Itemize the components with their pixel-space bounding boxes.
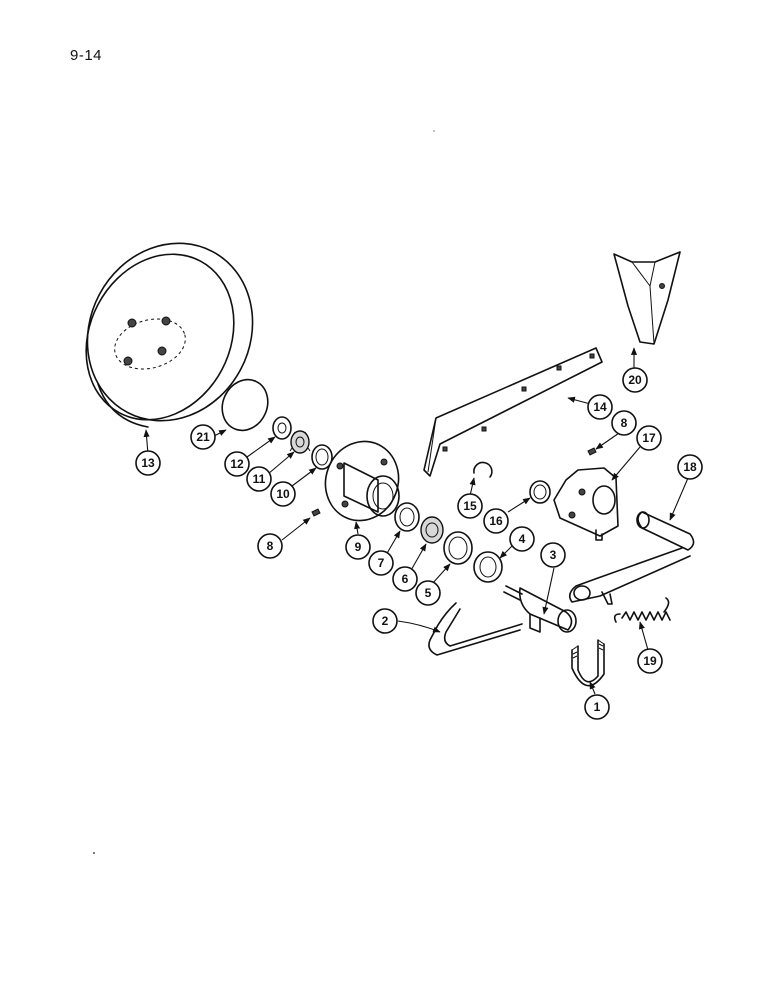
callout-15: 15	[457, 493, 483, 519]
callout-18: 18	[677, 454, 703, 480]
callout-14: 14	[587, 394, 613, 420]
leader-lines	[143, 347, 689, 695]
callout-4: 4	[509, 526, 535, 552]
callout-4-label: 4	[519, 532, 526, 546]
callout-16: 16	[483, 508, 509, 534]
hub-part	[324, 440, 400, 522]
wheel-disc-part	[85, 242, 254, 428]
callout-7-label: 7	[378, 556, 385, 570]
callout-8-right-label: 8	[621, 416, 628, 430]
callout-9-label: 9	[355, 540, 362, 554]
callout-6: 6	[392, 566, 418, 592]
callout-17-label: 17	[642, 431, 656, 445]
callout-21-label: 21	[196, 430, 210, 444]
callout-3-label: 3	[550, 548, 557, 562]
callout-20: 20	[622, 367, 648, 393]
callout-8-left: 8	[257, 533, 283, 559]
callout-20-label: 20	[628, 373, 642, 387]
grease-fitting-part	[311, 508, 321, 517]
scan-speck	[93, 852, 95, 854]
dust-cap-part	[221, 378, 269, 432]
callout-2: 2	[372, 608, 398, 634]
callout-19-label: 19	[643, 654, 657, 668]
callout-18-label: 18	[683, 460, 697, 474]
callout-8-right: 8	[611, 410, 637, 436]
scraper-blade-part	[423, 347, 603, 477]
callout-13: 13	[135, 450, 161, 476]
bearing-cone-part	[420, 516, 444, 544]
callout-1: 1	[584, 694, 610, 720]
callout-7: 7	[368, 550, 394, 576]
spindle-part	[503, 585, 577, 633]
outer-bearing-cup-part	[443, 531, 473, 565]
crank-arm-part	[568, 511, 695, 605]
callout-5-label: 5	[425, 586, 432, 600]
seal-part	[394, 502, 420, 532]
castle-nut-part	[289, 430, 311, 454]
scan-speck	[433, 130, 435, 132]
shank-part	[613, 251, 681, 345]
callout-5: 5	[415, 580, 441, 606]
callout-2-label: 2	[382, 614, 389, 628]
grease-fitting-right-part	[587, 447, 597, 456]
callout-15-label: 15	[463, 499, 477, 513]
callout-1-label: 1	[594, 700, 601, 714]
callout-16-label: 16	[489, 514, 503, 528]
page-number: 9-14	[70, 47, 103, 64]
callout-11-label: 11	[253, 472, 266, 486]
callout-3: 3	[540, 542, 566, 568]
thrust-washer-part	[529, 480, 551, 504]
callout-14-label: 14	[593, 400, 607, 414]
inner-seal-part	[473, 551, 503, 583]
callout-12-label: 12	[230, 457, 244, 471]
callout-10-label: 10	[276, 487, 290, 501]
callout-12: 12	[224, 451, 250, 477]
callout-17: 17	[636, 425, 662, 451]
callout-8-left-label: 8	[267, 539, 274, 553]
callout-21: 21	[190, 424, 216, 450]
u-bolt-part	[571, 639, 605, 687]
scraper-rod-part	[428, 602, 521, 656]
scraper-rod-inner-edge	[443, 608, 523, 647]
mounting-bracket-part	[553, 467, 619, 541]
spring-part	[613, 597, 671, 623]
callout-19: 19	[637, 648, 663, 674]
callout-10: 10	[270, 481, 296, 507]
callout-11: 11	[246, 466, 272, 492]
snap-ring-part	[473, 461, 493, 478]
washer-part	[272, 416, 292, 440]
callout-9: 9	[345, 534, 371, 560]
bearing-cup-part	[311, 444, 333, 470]
callout-6-label: 6	[402, 572, 409, 586]
callout-13-label: 13	[141, 456, 155, 470]
